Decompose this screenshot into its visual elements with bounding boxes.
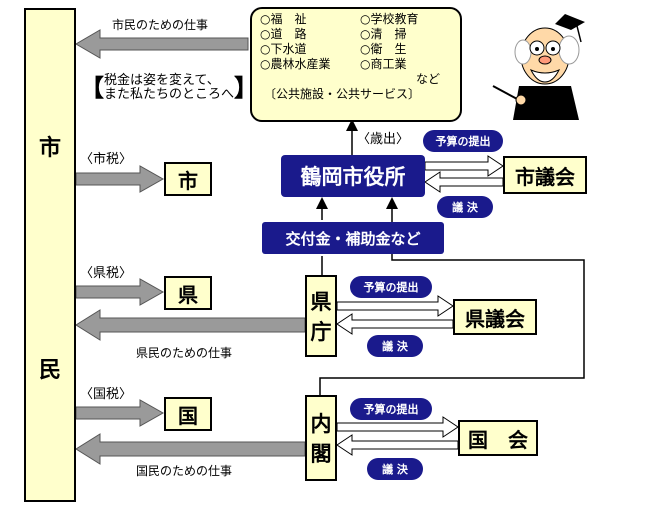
bracket-right: 】 bbox=[234, 74, 259, 102]
arrow-pref-to-citizens bbox=[75, 309, 306, 341]
arrow-cityhall-to-council bbox=[424, 155, 504, 177]
decision-pill-city: 議 決 bbox=[437, 196, 493, 218]
arrow-council-to-pref bbox=[336, 313, 454, 335]
nat-tax-label: 〈国税〉 bbox=[80, 387, 133, 402]
services-footer: 〔公共施設・公共サービス〕 bbox=[264, 87, 421, 101]
services-box: ○福 祉 ○道 路 ○下水道 ○農林水産業 ○学校教育 ○清 掃 ○衛 生 ○商… bbox=[250, 7, 462, 122]
pref-box: 県 bbox=[164, 276, 212, 310]
tax-note-line2: また私たちのところへ bbox=[104, 87, 235, 102]
decision-pill-nat: 議 決 bbox=[367, 458, 423, 480]
arrow-services-to-citizens bbox=[75, 29, 249, 59]
city-council-box: 市議会 bbox=[503, 156, 587, 194]
diet-box: 国 会 bbox=[458, 420, 538, 456]
nat-box: 国 bbox=[164, 397, 212, 431]
pref-office-char2: 庁 bbox=[310, 320, 332, 344]
professor-illustration bbox=[492, 14, 585, 120]
service-item: ○衛 生 bbox=[360, 42, 407, 56]
decision-pill-pref: 議 決 bbox=[367, 335, 423, 357]
bracket-left: 【 bbox=[80, 74, 104, 102]
tax-note: 【 税金は姿を変えて、 また私たちのところへ 】 bbox=[80, 74, 258, 102]
services-etc: など bbox=[415, 72, 440, 86]
pref-office-box: 県 庁 bbox=[305, 275, 337, 357]
arrow-pref-to-council bbox=[336, 295, 454, 317]
arrow-council-to-cityhall bbox=[424, 171, 504, 193]
cabinet-char2: 閣 bbox=[310, 442, 332, 466]
expenditure-label: 〈歳出〉 bbox=[357, 132, 410, 147]
city-box: 市 bbox=[164, 162, 212, 196]
citizens-label-top: 市 bbox=[38, 136, 61, 161]
service-item: ○福 祉 bbox=[260, 12, 307, 26]
pref-council-box: 県議会 bbox=[453, 299, 537, 335]
budget-pill-pref: 予算の提出 bbox=[350, 276, 432, 298]
arrow-cabinet-to-diet bbox=[336, 416, 459, 438]
arrow-citizens-to-nat bbox=[75, 399, 165, 427]
service-item: ○商工業 bbox=[360, 57, 407, 71]
citizens-box: 市 民 bbox=[24, 8, 76, 502]
city-work-label: 市民のための仕事 bbox=[112, 18, 209, 32]
budget-pill-nat: 予算の提出 bbox=[350, 398, 432, 420]
arrow-cabinet-to-citizens bbox=[75, 433, 306, 465]
arrow-citizens-to-city bbox=[75, 165, 165, 193]
nat-work-label: 国民のための仕事 bbox=[136, 464, 233, 478]
service-item: ○農林水産業 bbox=[260, 57, 331, 71]
services-right-list: ○学校教育 ○清 掃 ○衛 生 ○商工業 bbox=[360, 12, 418, 72]
service-item: ○学校教育 bbox=[360, 12, 419, 26]
pref-work-label: 県民のための仕事 bbox=[136, 346, 233, 360]
cabinet-box: 内 閣 bbox=[305, 395, 337, 481]
service-item: ○清 掃 bbox=[360, 27, 407, 41]
cabinet-char1: 内 bbox=[310, 412, 332, 436]
services-left-list: ○福 祉 ○道 路 ○下水道 ○農林水産業 bbox=[260, 12, 360, 72]
arrow-citizens-to-pref bbox=[75, 278, 165, 306]
service-item: ○下水道 bbox=[260, 42, 307, 56]
pref-office-char1: 県 bbox=[310, 290, 332, 314]
arrow-diet-to-cabinet bbox=[336, 434, 459, 456]
tax-note-line1: 税金は姿を変えて、 bbox=[104, 73, 220, 88]
city-tax-label: 〈市税〉 bbox=[80, 152, 133, 167]
pref-tax-label: 〈県税〉 bbox=[80, 266, 133, 281]
budget-pill-city: 予算の提出 bbox=[423, 130, 503, 152]
citizens-label-bottom: 民 bbox=[38, 358, 61, 383]
city-hall-box: 鶴岡市役所 bbox=[281, 155, 425, 197]
service-item: ○道 路 bbox=[260, 27, 307, 41]
subsidy-box: 交付金・補助金など bbox=[262, 222, 444, 254]
